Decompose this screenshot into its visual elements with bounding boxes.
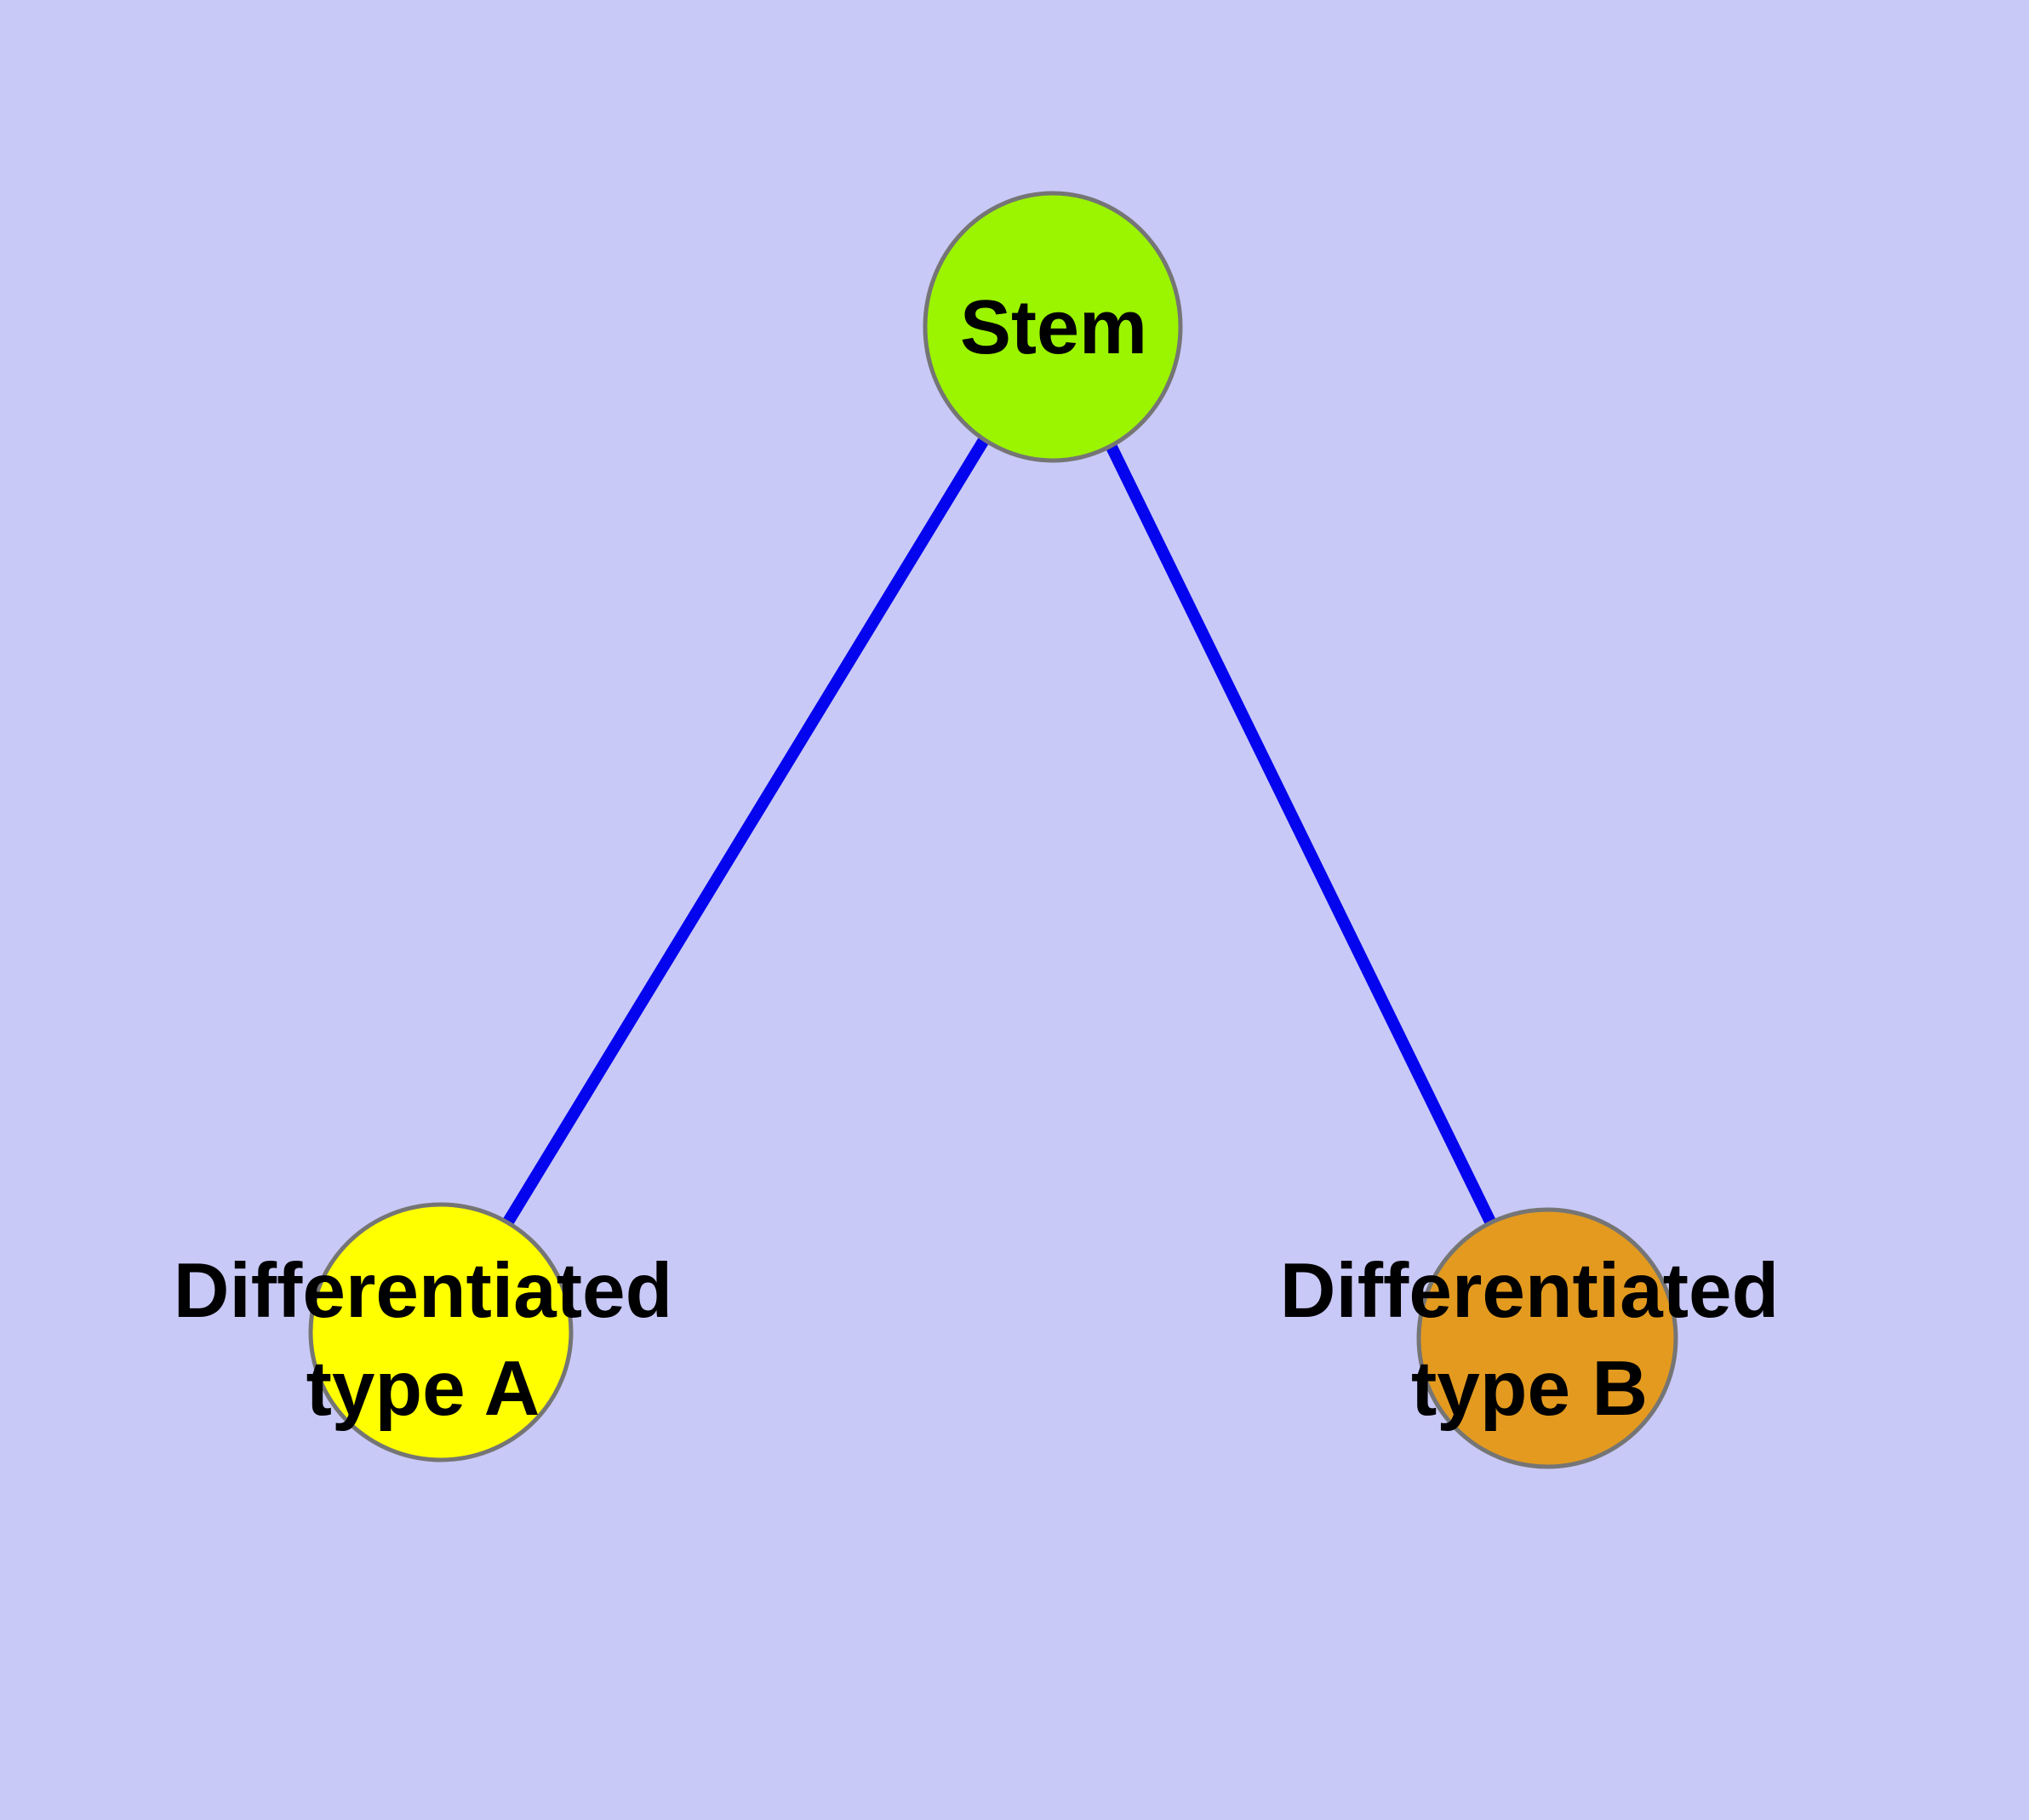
node-type-a-label-line2: type A (306, 1346, 540, 1432)
node-stem-label: Stem (960, 285, 1147, 370)
node-type-b-label-line2: type B (1411, 1346, 1648, 1432)
node-type-a-label-line1: Differentiated (174, 1248, 673, 1334)
node-type-b-label-line1: Differentiated (1280, 1248, 1780, 1334)
node-stem[interactable] (923, 191, 1183, 463)
edge-stem-to-type-a[interactable] (436, 323, 1058, 1336)
node-differentiated-type-b[interactable] (1416, 1207, 1678, 1469)
edge-stem-to-type-b[interactable] (1047, 323, 1553, 1342)
node-differentiated-type-a[interactable] (308, 1202, 574, 1462)
